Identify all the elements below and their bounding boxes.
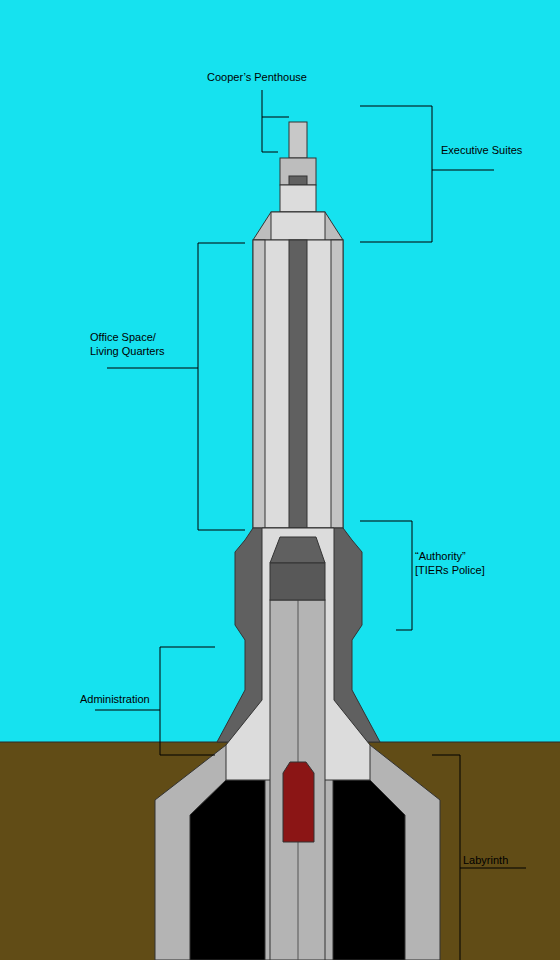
bracket [360, 106, 494, 242]
bracket [107, 243, 245, 530]
shaft-edge [331, 240, 343, 528]
callout-text: “Authority” [TIERs Police] [415, 550, 485, 576]
callout-label: Cooper’s Penthouse [207, 70, 327, 84]
central-column [270, 600, 325, 960]
bracket [360, 521, 412, 630]
red-core [283, 762, 314, 842]
callout-text: Cooper’s Penthouse [207, 71, 307, 83]
bracket [432, 755, 526, 960]
callout-text: Administration [80, 693, 150, 705]
executive-level [280, 185, 316, 212]
callout-label: Executive Suites [441, 143, 551, 157]
brackets [95, 90, 526, 960]
column-cap [270, 563, 325, 600]
column-cap [270, 537, 325, 563]
callout-label: “Authority” [TIERs Police] [415, 549, 499, 577]
callout-label: Office Space/ Living Quarters [90, 330, 178, 358]
executive-taper [253, 212, 343, 240]
labyrinth-void [333, 780, 405, 960]
spire [289, 122, 307, 158]
labyrinth-void [190, 780, 265, 960]
callout-label: Labyrinth [463, 853, 553, 867]
callout-text: Labyrinth [463, 854, 508, 866]
shaft-edge [253, 240, 265, 528]
penthouse-block [280, 158, 316, 185]
callout-text: Executive Suites [441, 144, 522, 156]
leader-line [262, 90, 289, 152]
callout-text: Office Space/ Living Quarters [90, 331, 165, 357]
callout-label: Administration [80, 692, 180, 706]
executive-level [271, 212, 325, 240]
shaft-core [289, 240, 307, 528]
penthouse-core [289, 176, 307, 185]
office-shaft [253, 240, 343, 528]
